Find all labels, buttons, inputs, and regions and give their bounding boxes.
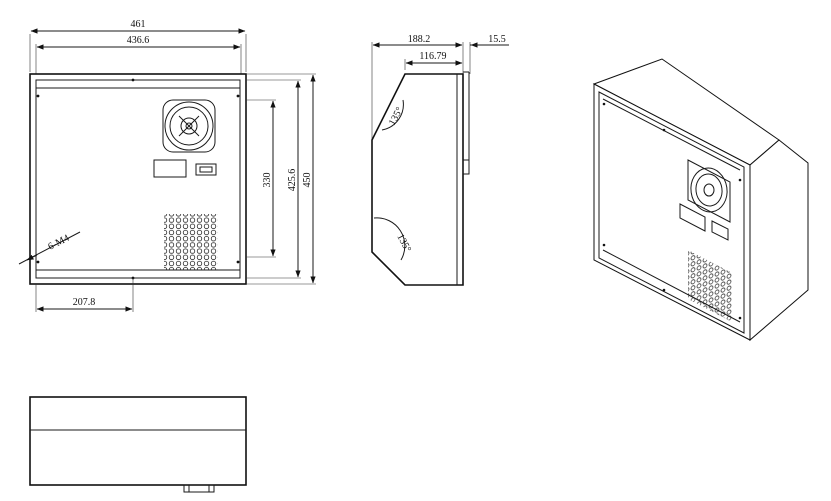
bottom-view: [29, 396, 247, 493]
dim-vertical-inner: 330: [262, 173, 273, 188]
fan-assembly: [162, 99, 216, 153]
iso-vent-grille: [688, 250, 732, 322]
dim-mount-offset: 207.8: [73, 297, 96, 308]
mount-hole: [36, 94, 40, 98]
label-plate: [153, 159, 187, 178]
mount-hole: [602, 102, 606, 106]
iso-fan: [687, 159, 731, 223]
dim-overall-width: 461: [131, 19, 146, 30]
iso-label-plate: [679, 203, 706, 232]
dim-flange: 15.5: [488, 34, 506, 45]
dim-vertical-overall: 450: [302, 173, 313, 188]
mount-hole: [602, 243, 606, 247]
dim-depth: 188.2: [408, 34, 431, 45]
mount-hole: [236, 260, 240, 264]
dim-vertical-mid: 425.6: [287, 169, 298, 192]
switch-connector: [195, 163, 217, 176]
isometric-view: [592, 58, 809, 342]
mount-hole: [662, 288, 666, 292]
mount-hole: [36, 260, 40, 264]
side-view: 188.2 15.5 116.79 135° 135°: [371, 34, 509, 286]
mount-hole: [131, 78, 135, 82]
dim-inner-width: 436.6: [127, 35, 150, 46]
dim-top-section: 116.79: [419, 51, 446, 62]
iso-switch-connector: [711, 220, 729, 241]
front-view: 461 436.6: [18, 19, 316, 312]
bottom-connector: [183, 484, 215, 493]
mount-hole: [738, 316, 742, 320]
angle-bottom: 135°: [394, 232, 413, 254]
mount-hole: [662, 128, 666, 132]
mount-hole: [738, 178, 742, 182]
vent-grille: [164, 214, 218, 270]
mount-hole: [236, 94, 240, 98]
hole-callout: 6-M4: [46, 233, 71, 253]
